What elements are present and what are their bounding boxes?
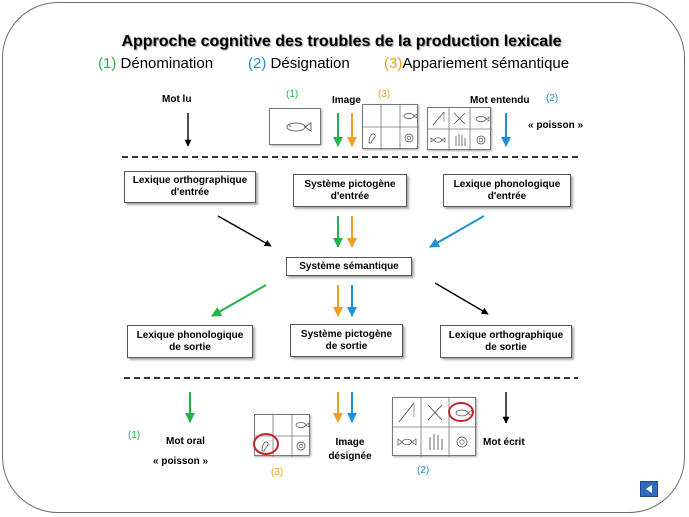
label-num-green-top: (1) bbox=[286, 89, 299, 100]
toucan-icon bbox=[368, 133, 376, 144]
image-grid-appariement-result bbox=[254, 414, 311, 457]
hand-icon bbox=[455, 134, 466, 146]
label-num-green-bottom: (1) bbox=[128, 430, 141, 441]
image-grid-appariement bbox=[362, 104, 419, 150]
box-lexique-phonologique-entree: Lexique phonologique d'entrée bbox=[443, 174, 571, 207]
label-num-blue-top: (2) bbox=[546, 93, 559, 104]
arrow-ortho-to-semantic bbox=[217, 215, 272, 247]
triangle-left-icon bbox=[646, 485, 652, 493]
legend-num-orange: (3) bbox=[384, 55, 403, 72]
legend-label-green: Dénomination bbox=[120, 55, 214, 72]
fish-icon bbox=[286, 122, 312, 132]
label-num-orange-bottom: (3) bbox=[271, 467, 284, 478]
fishing-rod-icon bbox=[398, 402, 415, 423]
fish-icon bbox=[403, 113, 418, 119]
image-grid-designation-result bbox=[392, 397, 477, 457]
arrow-semantic-to-phono-green bbox=[211, 284, 267, 317]
wrapped-candy-icon bbox=[430, 137, 446, 143]
snail-icon bbox=[476, 135, 486, 145]
legend-label-blue: Désignation bbox=[270, 55, 350, 72]
fish-icon bbox=[475, 116, 490, 122]
box-lexique-orthographique-sortie: Lexique orthographique de sortie bbox=[440, 325, 572, 358]
legend-num-blue: (2) bbox=[248, 55, 267, 72]
box-lexique-phonologique-sortie: Lexique phonologique de sortie bbox=[127, 325, 253, 358]
box-systeme-pictogene-entree: Système pictogène d'entrée bbox=[293, 174, 407, 207]
label-poisson-input: « poisson » bbox=[528, 120, 584, 131]
scissors-icon bbox=[453, 112, 466, 125]
toucan-icon bbox=[261, 441, 269, 452]
legend-appariement: (3)Appariement sémantique bbox=[384, 55, 569, 72]
label-mot-lu: Mot lu bbox=[162, 94, 192, 105]
label-mot-oral: Mot oral bbox=[166, 436, 205, 447]
legend-label-orange: Appariement sémantique bbox=[402, 55, 570, 72]
wrapped-candy-icon bbox=[397, 438, 417, 446]
image-grid-designation bbox=[427, 107, 492, 151]
box-lexique-orthographique-entree: Lexique orthographique d'entrée bbox=[124, 171, 256, 203]
label-image-designee: Image désignée bbox=[328, 437, 372, 462]
diagram-title: Approche cognitive des troubles de la pr… bbox=[121, 33, 562, 50]
box-systeme-semantique: Système sémantique bbox=[286, 257, 412, 276]
snail-icon bbox=[296, 441, 306, 451]
box-systeme-pictogene-sortie: Système pictogène de sortie bbox=[290, 324, 403, 357]
snail-icon bbox=[404, 133, 414, 143]
image-fish-single bbox=[269, 108, 321, 145]
label-mot-entendu: Mot entendu bbox=[470, 95, 530, 106]
arrow-phono-to-semantic-blue bbox=[429, 215, 485, 248]
fishing-rod-icon bbox=[432, 111, 445, 126]
legend-designation: (2) Désignation bbox=[248, 55, 350, 72]
label-poisson-output: « poisson » bbox=[153, 456, 209, 467]
fish-icon bbox=[295, 422, 310, 428]
label-num-blue-bottom: (2) bbox=[417, 465, 430, 476]
label-mot-ecrit: Mot écrit bbox=[483, 437, 525, 448]
previous-slide-button[interactable] bbox=[640, 481, 658, 497]
selection-circle-toucan bbox=[253, 433, 279, 455]
hand-icon bbox=[429, 434, 443, 450]
legend-denomination: (1) Dénomination bbox=[98, 55, 213, 72]
selection-circle-fish bbox=[448, 402, 474, 422]
legend-num-green: (1) bbox=[98, 55, 117, 72]
label-image: Image bbox=[332, 95, 361, 106]
scissors-icon bbox=[427, 404, 443, 421]
arrow-semantic-to-ortho bbox=[434, 282, 489, 315]
snail-icon bbox=[456, 436, 468, 448]
label-num-orange-top: (3) bbox=[378, 89, 391, 100]
